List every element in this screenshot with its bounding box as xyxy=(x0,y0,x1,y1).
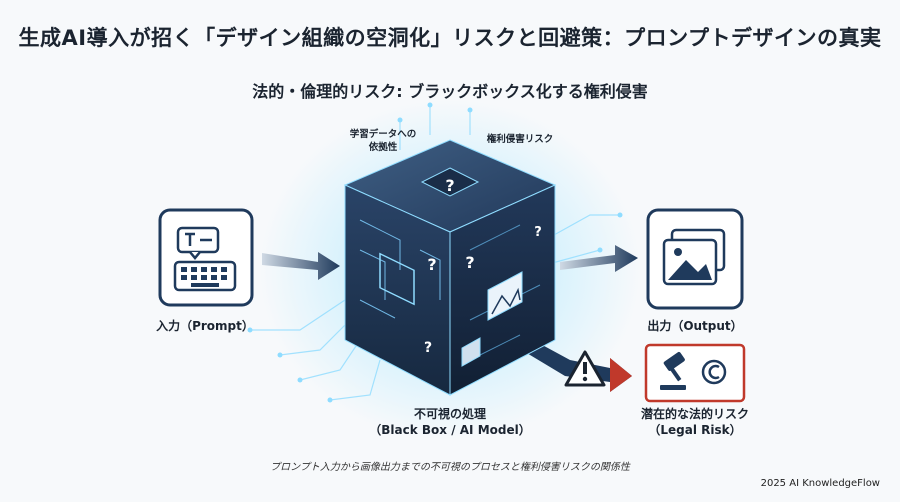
blackbox-line2: （Black Box / AI Model） xyxy=(369,423,531,437)
legal-line1: 潜在的な法的リスク xyxy=(640,407,749,421)
legal-risk-box xyxy=(644,343,746,403)
cube-question-mark: ? xyxy=(534,225,542,240)
cube-question-mark: ? xyxy=(465,253,474,272)
cube-image-icon xyxy=(487,271,523,321)
page-subtitle: 法的・倫理的リスク: ブラックボックス化する権利侵害 xyxy=(252,82,648,101)
cube-chip-icon xyxy=(379,252,415,306)
training-dependency-line1: 学習データへの xyxy=(349,129,417,140)
rights-risk-label: 権利侵害リスク xyxy=(486,134,554,145)
caption: プロンプト入力から画像出力までの不可視のプロセスと権利侵害リスクの関係性 xyxy=(270,462,630,473)
input-arrow xyxy=(262,252,340,280)
cube-question-mark: ? xyxy=(424,340,432,356)
output-label: 出力（Output） xyxy=(647,319,743,333)
circuit-lines xyxy=(250,105,620,401)
keyboard-icon xyxy=(173,260,237,292)
page-title: 生成AI導入が招く「デザイン組織の空洞化」リスクと回避策：プロンプトデザインの真… xyxy=(18,26,882,50)
circuit-nodes xyxy=(247,102,623,403)
input-label: 入力（Prompt） xyxy=(156,319,254,333)
legal-line2: （Legal Risk） xyxy=(648,423,742,437)
cube-question-mark: ? xyxy=(427,255,436,274)
training-dependency-line2: 依拠性 xyxy=(368,142,398,153)
blackbox-line1: 不可視の処理 xyxy=(413,407,486,421)
cube-image-icon-2 xyxy=(461,337,481,367)
gavel-icon xyxy=(660,351,686,390)
output-arrow xyxy=(560,245,638,272)
legal-risk-label: 潜在的な法的リスク （Legal Risk） xyxy=(620,406,770,438)
copyright-icon xyxy=(701,359,727,385)
legal-arrow-tip xyxy=(610,358,632,392)
cube-left-circuit xyxy=(359,219,441,319)
blackbox-label: 不可視の処理 （Black Box / AI Model） xyxy=(360,406,540,438)
keyboard-keys xyxy=(181,267,227,287)
footer-credit: 2025 AI KnowledgeFlow xyxy=(760,478,880,489)
input-box xyxy=(158,208,254,307)
cube-question-mark: ? xyxy=(445,176,454,195)
training-dependency-label: 学習データへの 依拠性 xyxy=(338,128,428,154)
